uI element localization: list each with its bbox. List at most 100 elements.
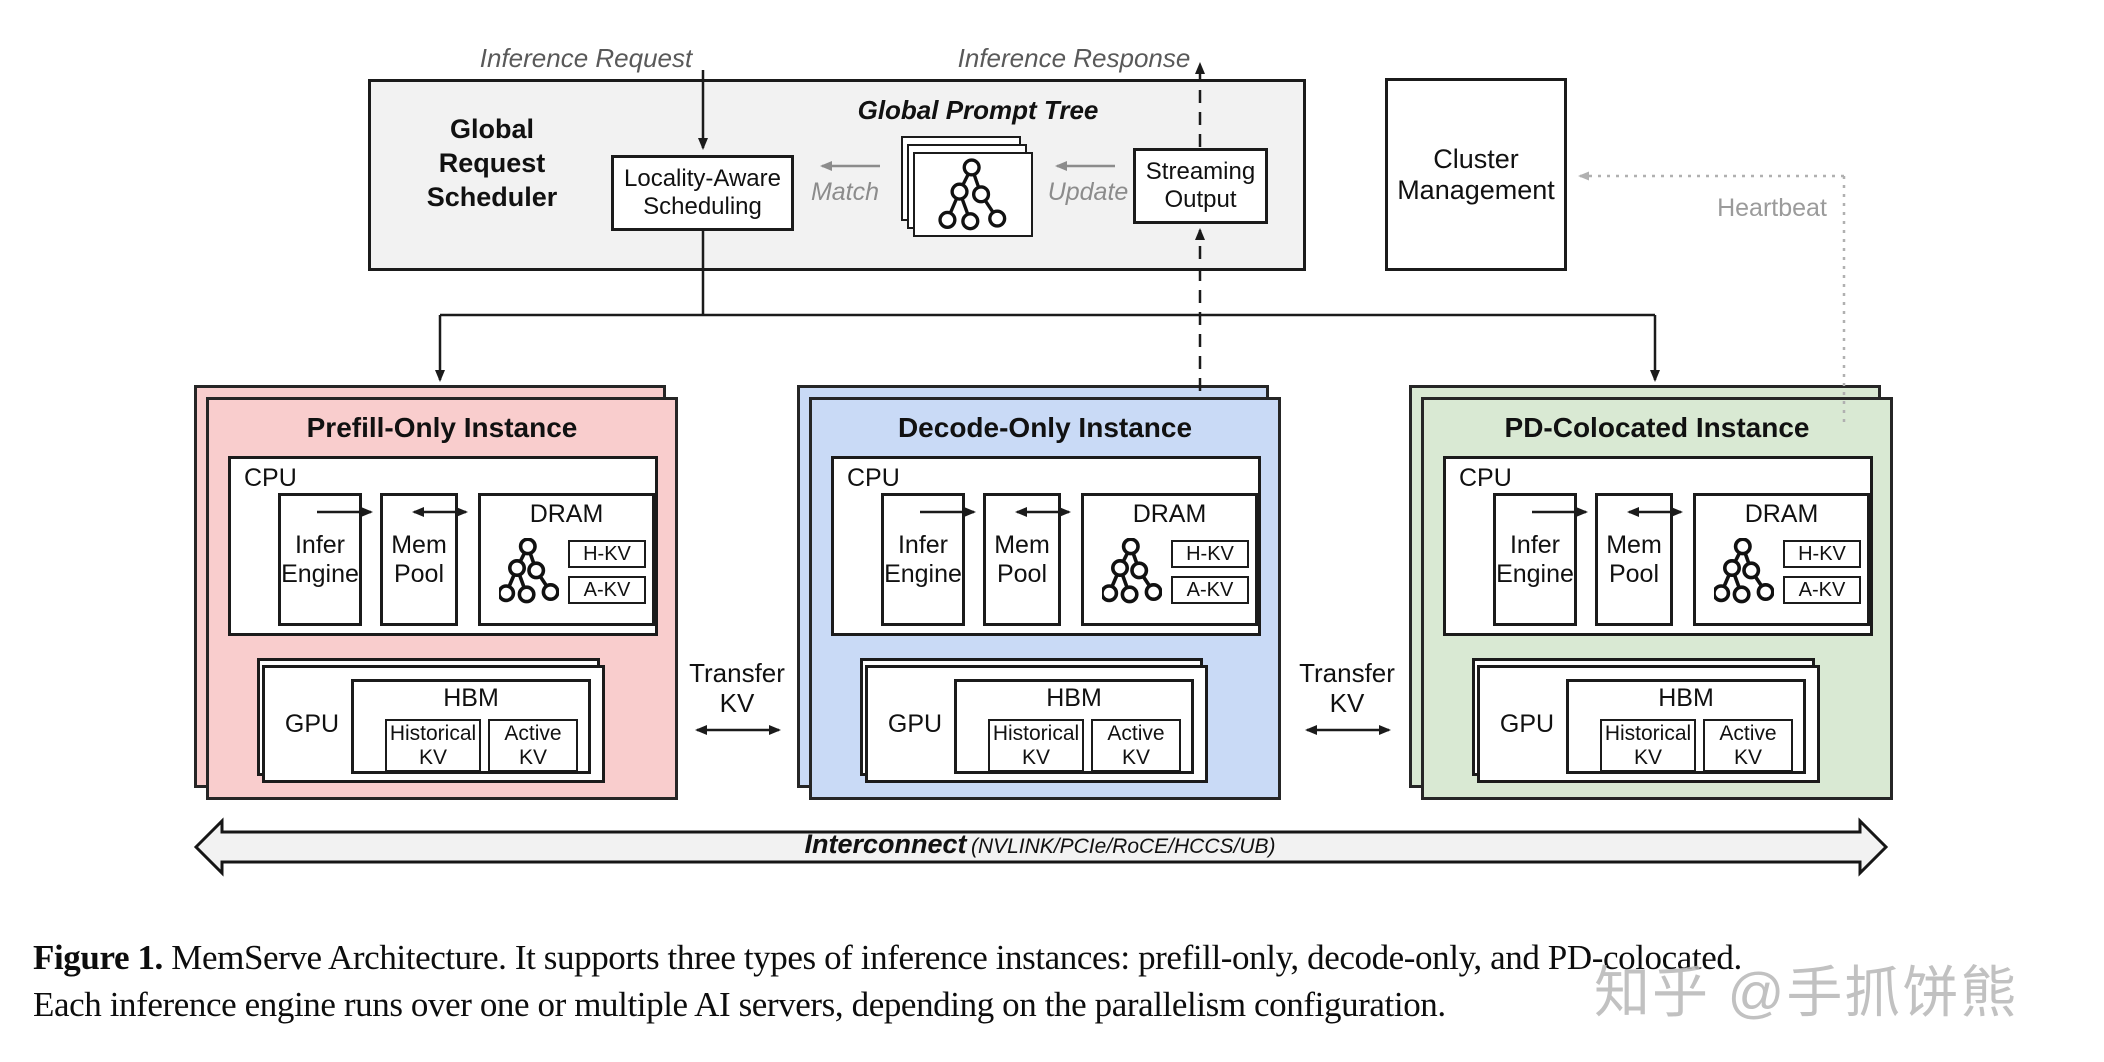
instance-title: Decode-Only Instance: [897, 412, 1193, 443]
prompt-tree-card-front: [913, 152, 1033, 237]
h-kv-box: H-KV: [1783, 540, 1861, 568]
interconnect-label: Interconnect (NVLINK/PCIe/RoCE/HCCS/UB): [440, 829, 1640, 860]
cluster-management-box: Cluster Management: [1385, 78, 1567, 271]
dram-box: DRAM H-KV A-KV: [478, 493, 655, 626]
cpu-box: CPU Infer Engine Mem Pool DRAM H-KV: [1443, 456, 1873, 636]
cluster-line: Cluster: [1433, 143, 1519, 174]
streaming-line: Streaming: [1145, 158, 1256, 185]
infer-line: Infer: [294, 530, 345, 559]
transfer-line: KV: [1329, 688, 1365, 718]
histkv-line: Historical: [1604, 722, 1692, 746]
dram-label: DRAM: [529, 500, 604, 528]
figure-caption: Figure 1. MemServe Architecture. It supp…: [33, 934, 2093, 1028]
scheduler-title-line: Request: [438, 148, 546, 178]
decode-instance: Decode-Only Instance CPU Infer Engine Me…: [809, 397, 1281, 800]
historical-kv-box: Historical KV: [385, 719, 481, 772]
transfer-kv-label: Transfer KV: [1267, 658, 1427, 718]
kv-tree-icon: [1714, 538, 1774, 604]
hbm-box: HBM Historical KV Active KV: [1566, 679, 1806, 774]
mem-pool-box: Mem Pool: [983, 493, 1061, 626]
instance-title: PD-Colocated Instance: [1504, 412, 1810, 443]
locality-line: Locality-Aware: [624, 165, 781, 192]
actkv-line: Active: [1719, 722, 1777, 746]
dram-label: DRAM: [1744, 500, 1819, 528]
histkv-line: KV: [1633, 745, 1662, 769]
active-kv-box: Active KV: [488, 719, 578, 772]
histkv-line: Historical: [992, 722, 1080, 746]
hbm-box: HBM Historical KV Active KV: [954, 679, 1194, 774]
active-kv-box: Active KV: [1091, 719, 1181, 772]
pd-colocated-instance: PD-Colocated Instance CPU Infer Engine M…: [1421, 397, 1893, 800]
histkv-line: KV: [418, 745, 447, 769]
infer-line: Engine: [884, 559, 962, 588]
scheduler-title-line: Scheduler: [426, 182, 558, 212]
streaming-line: Output: [1164, 186, 1237, 213]
mem-pool-box: Mem Pool: [380, 493, 458, 626]
gpu-label: GPU: [887, 709, 943, 738]
caption-label: Figure 1.: [33, 938, 163, 977]
infer-line: Infer: [1509, 530, 1560, 559]
mempool-line: Mem: [994, 530, 1050, 559]
locality-aware-scheduling-box: Locality-Aware Scheduling: [611, 155, 794, 231]
gpu-label: GPU: [284, 709, 340, 738]
cpu-label: CPU: [244, 464, 297, 492]
infer-line: Infer: [897, 530, 948, 559]
cpu-label: CPU: [1459, 464, 1512, 492]
gpu-box: GPU HBM Historical KV Active KV: [1477, 665, 1820, 783]
inference-response-label: Inference Response: [957, 43, 1191, 73]
actkv-line: KV: [1121, 745, 1150, 769]
transfer-line: KV: [719, 688, 755, 718]
locality-line: Scheduling: [643, 193, 762, 220]
cpu-box: CPU Infer Engine Mem Pool DRAM H-KV: [228, 456, 658, 636]
mempool-line: Mem: [1606, 530, 1662, 559]
infer-line: Engine: [281, 559, 359, 588]
prompt-tree-icon: [938, 158, 1007, 231]
transfer-line: Transfer: [1299, 658, 1395, 688]
hbm-label: HBM: [443, 684, 499, 712]
cpu-label: CPU: [847, 464, 900, 492]
historical-kv-box: Historical KV: [988, 719, 1084, 772]
prefill-instance: Prefill-Only Instance CPU Infer Engine M…: [206, 397, 678, 800]
h-kv-box: H-KV: [1171, 540, 1249, 568]
caption-line1: MemServe Architecture. It supports three…: [171, 938, 1742, 977]
inference-request-label: Inference Request: [479, 43, 693, 73]
a-kv-box: A-KV: [568, 576, 646, 604]
dram-box: DRAM H-KV A-KV: [1081, 493, 1258, 626]
a-kv-box: A-KV: [1171, 576, 1249, 604]
instance-title: Prefill-Only Instance: [306, 412, 578, 443]
actkv-line: Active: [1107, 722, 1165, 746]
infer-line: Engine: [1496, 559, 1574, 588]
scheduler-title-line: Global: [449, 114, 534, 144]
actkv-line: KV: [1733, 745, 1762, 769]
histkv-line: Historical: [389, 722, 477, 746]
mempool-line: Pool: [393, 559, 445, 588]
actkv-line: Active: [504, 722, 562, 746]
caption-line2: Each inference engine runs over one or m…: [33, 985, 1446, 1024]
zhihu-watermark: 知乎 @手抓饼熊: [1594, 961, 2019, 1024]
interconnect-detail: (NVLINK/PCIe/RoCE/HCCS/UB): [970, 835, 1276, 858]
active-kv-box: Active KV: [1703, 719, 1793, 772]
infer-engine-box: Infer Engine: [1493, 493, 1577, 626]
cluster-line: Management: [1397, 174, 1555, 205]
historical-kv-box: Historical KV: [1600, 719, 1696, 772]
hbm-label: HBM: [1046, 684, 1102, 712]
streaming-output-box: Streaming Output: [1133, 148, 1268, 224]
infer-engine-box: Infer Engine: [278, 493, 362, 626]
gpu-box: GPU HBM Historical KV Active KV: [262, 665, 605, 783]
heartbeat-label: Heartbeat: [1717, 194, 1827, 222]
interconnect-title: Interconnect: [804, 829, 967, 859]
mempool-line: Pool: [996, 559, 1048, 588]
dram-label: DRAM: [1132, 500, 1207, 528]
kv-tree-icon: [1102, 538, 1162, 604]
cpu-box: CPU Infer Engine Mem Pool DRAM H-KV: [831, 456, 1261, 636]
update-label: Update: [1047, 178, 1129, 206]
match-label: Match: [810, 178, 880, 206]
hbm-label: HBM: [1658, 684, 1714, 712]
gpu-label: GPU: [1499, 709, 1555, 738]
h-kv-box: H-KV: [568, 540, 646, 568]
mem-pool-box: Mem Pool: [1595, 493, 1673, 626]
mempool-line: Mem: [391, 530, 447, 559]
kv-tree-icon: [499, 538, 559, 604]
scheduler-title: Global Request Scheduler: [366, 112, 618, 214]
transfer-kv-label: Transfer KV: [657, 658, 817, 718]
